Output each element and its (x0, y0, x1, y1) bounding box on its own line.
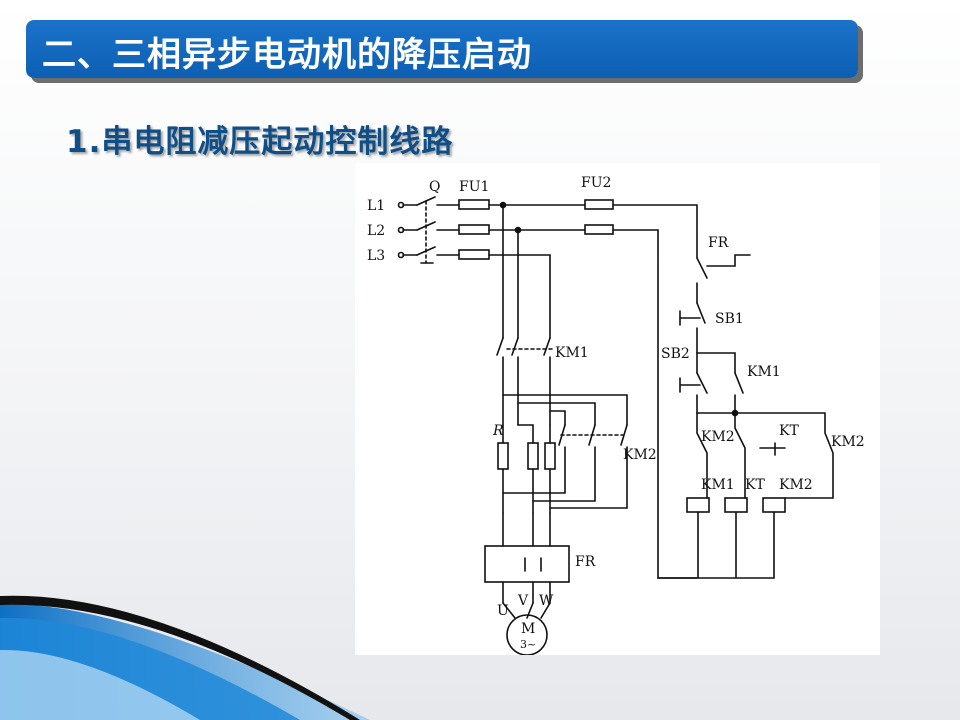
label-KM1-main: KM1 (555, 345, 589, 361)
label-KT-contact: KT (779, 423, 799, 439)
label-FU1: FU1 (459, 179, 489, 195)
label-coil-KM1: KM1 (701, 477, 735, 493)
label-M-phase: 3~ (520, 638, 536, 651)
label-FU2: FU2 (581, 175, 611, 191)
label-L1: L1 (367, 198, 385, 214)
label-L3: L3 (367, 248, 385, 264)
label-R: R (492, 423, 504, 439)
title-bar: 二、三相异步电动机的降压启动 (26, 20, 858, 78)
label-KM2-control: KM2 (701, 429, 735, 445)
label-coil-KM2: KM2 (779, 477, 813, 493)
label-SB2: SB2 (661, 346, 690, 362)
label-L2: L2 (367, 223, 385, 239)
label-SB1: SB1 (715, 311, 744, 327)
label-V: V (517, 593, 529, 609)
label-KM2-hold: KM2 (831, 434, 865, 450)
label-Q: Q (429, 179, 440, 195)
label-coil-KT: KT (745, 477, 765, 493)
circuit-svg: L1 L2 L3 Q FU1 FU2 FR SB1 SB2 KM1 KM1 R … (367, 175, 865, 655)
circuit-diagram: L1 L2 L3 Q FU1 FU2 FR SB1 SB2 KM1 KM1 R … (355, 163, 880, 655)
slide-title: 二、三相异步电动机的降压启动 (42, 35, 532, 75)
label-U: U (497, 603, 509, 619)
label-FR-control: FR (708, 235, 729, 251)
label-M: M (521, 621, 535, 637)
label-FR-main: FR (575, 554, 596, 570)
label-KM1-control: KM1 (747, 364, 781, 380)
slide-subtitle: 1.串电阻减压起动控制线路 (66, 124, 454, 160)
label-W: W (539, 593, 554, 609)
label-KM2-main: KM2 (623, 447, 657, 463)
